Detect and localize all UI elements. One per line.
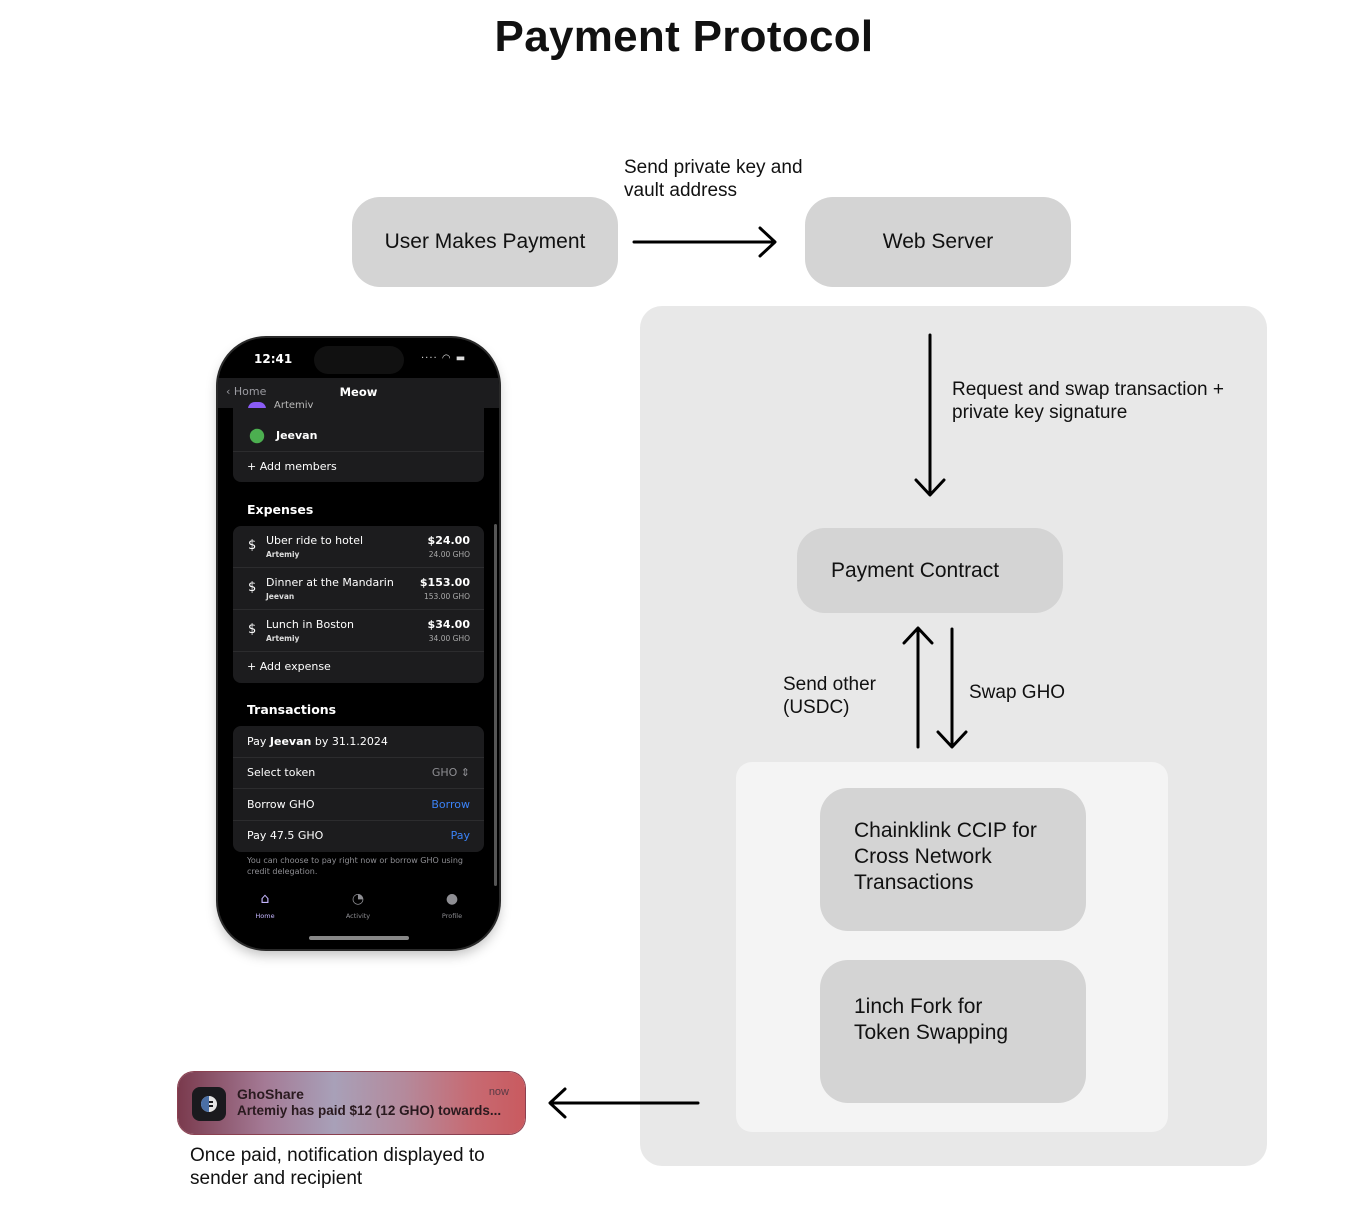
add-expense-button[interactable]: + Add expense — [247, 660, 331, 673]
expense-amount: $34.00 — [427, 618, 470, 631]
expense-gho: 24.00 GHO — [428, 550, 470, 559]
select-token-label: Select token — [247, 766, 316, 779]
pay-amount-label: Pay 47.5 GHO — [247, 829, 324, 842]
plus-icon: + — [247, 460, 260, 473]
pay-prefix: Pay — [247, 735, 267, 748]
divider — [233, 451, 484, 452]
borrow-label: Borrow GHO — [247, 798, 315, 811]
nav-title: Meow — [339, 385, 378, 399]
pay-due-row: Pay Jeevan by 31.1.2024 — [247, 735, 388, 748]
phone-mockup: 12:41 ···· ◠ ▬ ‹ Home Meow Artemiy Jeeva… — [218, 338, 499, 949]
expense-amount: $24.00 — [427, 534, 470, 547]
pay-button[interactable]: Pay — [450, 829, 470, 842]
user-makes-payment-node: User Makes Payment — [352, 197, 618, 287]
expense-payer: Artemiy — [266, 634, 300, 643]
payment-contract-node: Payment Contract — [797, 528, 1063, 613]
expense-payer: Jeevan — [266, 592, 295, 601]
back-button[interactable]: ‹ Home — [226, 385, 266, 398]
member-name: Jeevan — [276, 429, 318, 442]
ghoshare-app-icon — [192, 1087, 226, 1121]
send-key-label: Send private key and vault address — [624, 157, 803, 201]
expenses-header: Expenses — [247, 502, 314, 517]
chainlink-ccip-node: Chainklink CCIP for Cross Network Transa… — [820, 788, 1086, 931]
divider — [233, 788, 484, 789]
notification-message: Artemiy has paid $12 (12 GHO) towards... — [237, 1103, 502, 1118]
dollar-icon: $ — [248, 580, 257, 595]
swap-gho-label: Swap GHO — [969, 682, 1066, 703]
expense-name: Lunch in Boston — [266, 618, 354, 631]
clock-icon: ◔ — [351, 891, 365, 907]
scrollbar[interactable] — [494, 524, 497, 886]
expense-amount: $153.00 — [419, 576, 470, 589]
expenses-card — [233, 526, 484, 683]
tab-label: Activity — [345, 912, 371, 920]
arrow-server-to-contract — [914, 333, 946, 497]
oneinch-fork-node: 1inch Fork for Token Swapping — [820, 960, 1086, 1103]
notification-time: now — [488, 1086, 509, 1098]
token-select[interactable]: GHO ⇕ — [432, 766, 470, 779]
divider — [233, 651, 484, 652]
chevron-updown-icon: ⇕ — [460, 766, 470, 779]
home-icon: ⌂ — [260, 891, 270, 907]
pay-due-date: by 31.1.2024 — [314, 735, 388, 748]
transactions-header: Transactions — [247, 702, 337, 717]
dollar-icon: $ — [248, 622, 257, 637]
page-title: Payment Protocol — [494, 12, 874, 61]
arrow-down-swap-gho — [936, 627, 968, 749]
pay-footnote: You can choose to pay right now or borro… — [247, 856, 463, 876]
token-value: GHO — [431, 766, 458, 779]
tab-label: Profile — [441, 912, 463, 920]
add-expense-label: Add expense — [259, 660, 331, 673]
person-icon: ● — [445, 891, 459, 907]
home-indicator — [309, 936, 409, 940]
divider — [233, 567, 484, 568]
expense-gho: 34.00 GHO — [428, 634, 470, 643]
nav-bar — [218, 378, 499, 408]
notification-app-name: GhoShare — [237, 1086, 304, 1102]
add-members-label: Add members — [259, 460, 337, 473]
signal-wifi-battery-icon: ···· ◠ ▬ — [421, 353, 467, 364]
divider — [233, 757, 484, 758]
expense-name: Uber ride to hotel — [266, 534, 364, 547]
tab-label: Home — [255, 912, 275, 920]
payment-notification[interactable]: GhoShare now Artemiy has paid $12 (12 GH… — [178, 1072, 525, 1134]
pay-recipient: Jeevan — [269, 735, 312, 748]
members-card — [233, 408, 484, 482]
nav-scroll-cover — [233, 408, 484, 420]
borrow-button[interactable]: Borrow — [431, 798, 470, 811]
divider — [233, 820, 484, 821]
add-members-button[interactable]: + Add members — [247, 460, 337, 473]
expense-gho: 153.00 GHO — [424, 592, 470, 601]
dynamic-island — [314, 346, 404, 374]
status-time: 12:41 — [254, 352, 293, 366]
expense-payer: Artemiy — [266, 550, 300, 559]
arrow-to-notification — [548, 1087, 700, 1119]
request-swap-label: Request and swap transaction + private k… — [952, 379, 1224, 423]
notification-caption: Once paid, notification displayed to sen… — [190, 1145, 485, 1189]
transactions-card — [233, 726, 484, 852]
dollar-icon: $ — [248, 538, 257, 553]
chevron-left-icon: ‹ — [226, 385, 234, 398]
send-other-label: Send other (USDC) — [783, 674, 876, 718]
expense-name: Dinner at the Mandarin — [266, 576, 394, 589]
member-name: Artemiy — [274, 400, 314, 411]
plus-icon: + — [247, 660, 260, 673]
arrow-up-send-other — [902, 626, 934, 749]
divider — [233, 609, 484, 610]
back-label: Home — [233, 385, 267, 398]
web-server-node: Web Server — [805, 197, 1071, 287]
arrow-user-to-server — [632, 226, 777, 258]
